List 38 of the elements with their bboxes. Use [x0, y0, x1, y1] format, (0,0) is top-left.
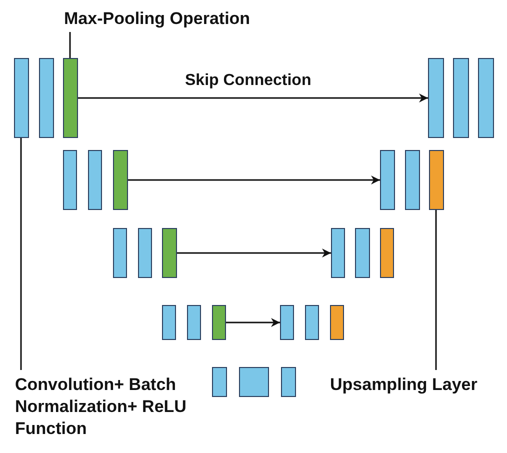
- layer-bar: [331, 228, 345, 278]
- layer-bar: [281, 367, 296, 397]
- layer-bar: [212, 305, 226, 340]
- layer-bar: [14, 58, 29, 138]
- layer-bar: [380, 228, 394, 278]
- leader-line: [20, 138, 22, 370]
- layer-bar: [330, 305, 344, 340]
- layer-bar: [380, 150, 395, 210]
- layer-bar: [429, 150, 444, 210]
- layer-bar: [88, 150, 102, 210]
- layer-bar: [162, 305, 176, 340]
- edge-label: Skip Connection: [183, 72, 314, 90]
- layer-bar: [39, 58, 54, 138]
- layer-bar: [280, 305, 294, 340]
- skip-arrow: [177, 248, 331, 258]
- leader-line: [435, 210, 437, 370]
- label-text: Max-Pooling Operation: [64, 8, 250, 30]
- layer-bar: [212, 367, 227, 397]
- layer-bar: [113, 150, 128, 210]
- label-text: Convolution+ Batch Normalization+ ReLU Function: [15, 374, 215, 440]
- layer-bar: [63, 58, 78, 138]
- layer-bar: [405, 150, 420, 210]
- leader-line: [69, 32, 71, 58]
- skip-arrow: [128, 176, 380, 184]
- layer-bar: [305, 305, 319, 340]
- label-text: Upsampling Layer: [330, 374, 478, 396]
- layer-bar: [239, 367, 269, 397]
- layer-bar: [428, 58, 444, 138]
- layer-bar: [113, 228, 127, 278]
- skip-arrow: [78, 94, 428, 102]
- layer-bar: [478, 58, 494, 138]
- skip-arrow: [226, 318, 280, 327]
- layer-bar: [355, 228, 370, 278]
- layer-bar: [63, 150, 77, 210]
- layer-bar: [162, 228, 177, 278]
- layer-bar: [138, 228, 152, 278]
- layer-bar: [453, 58, 469, 138]
- layer-bar: [187, 305, 201, 340]
